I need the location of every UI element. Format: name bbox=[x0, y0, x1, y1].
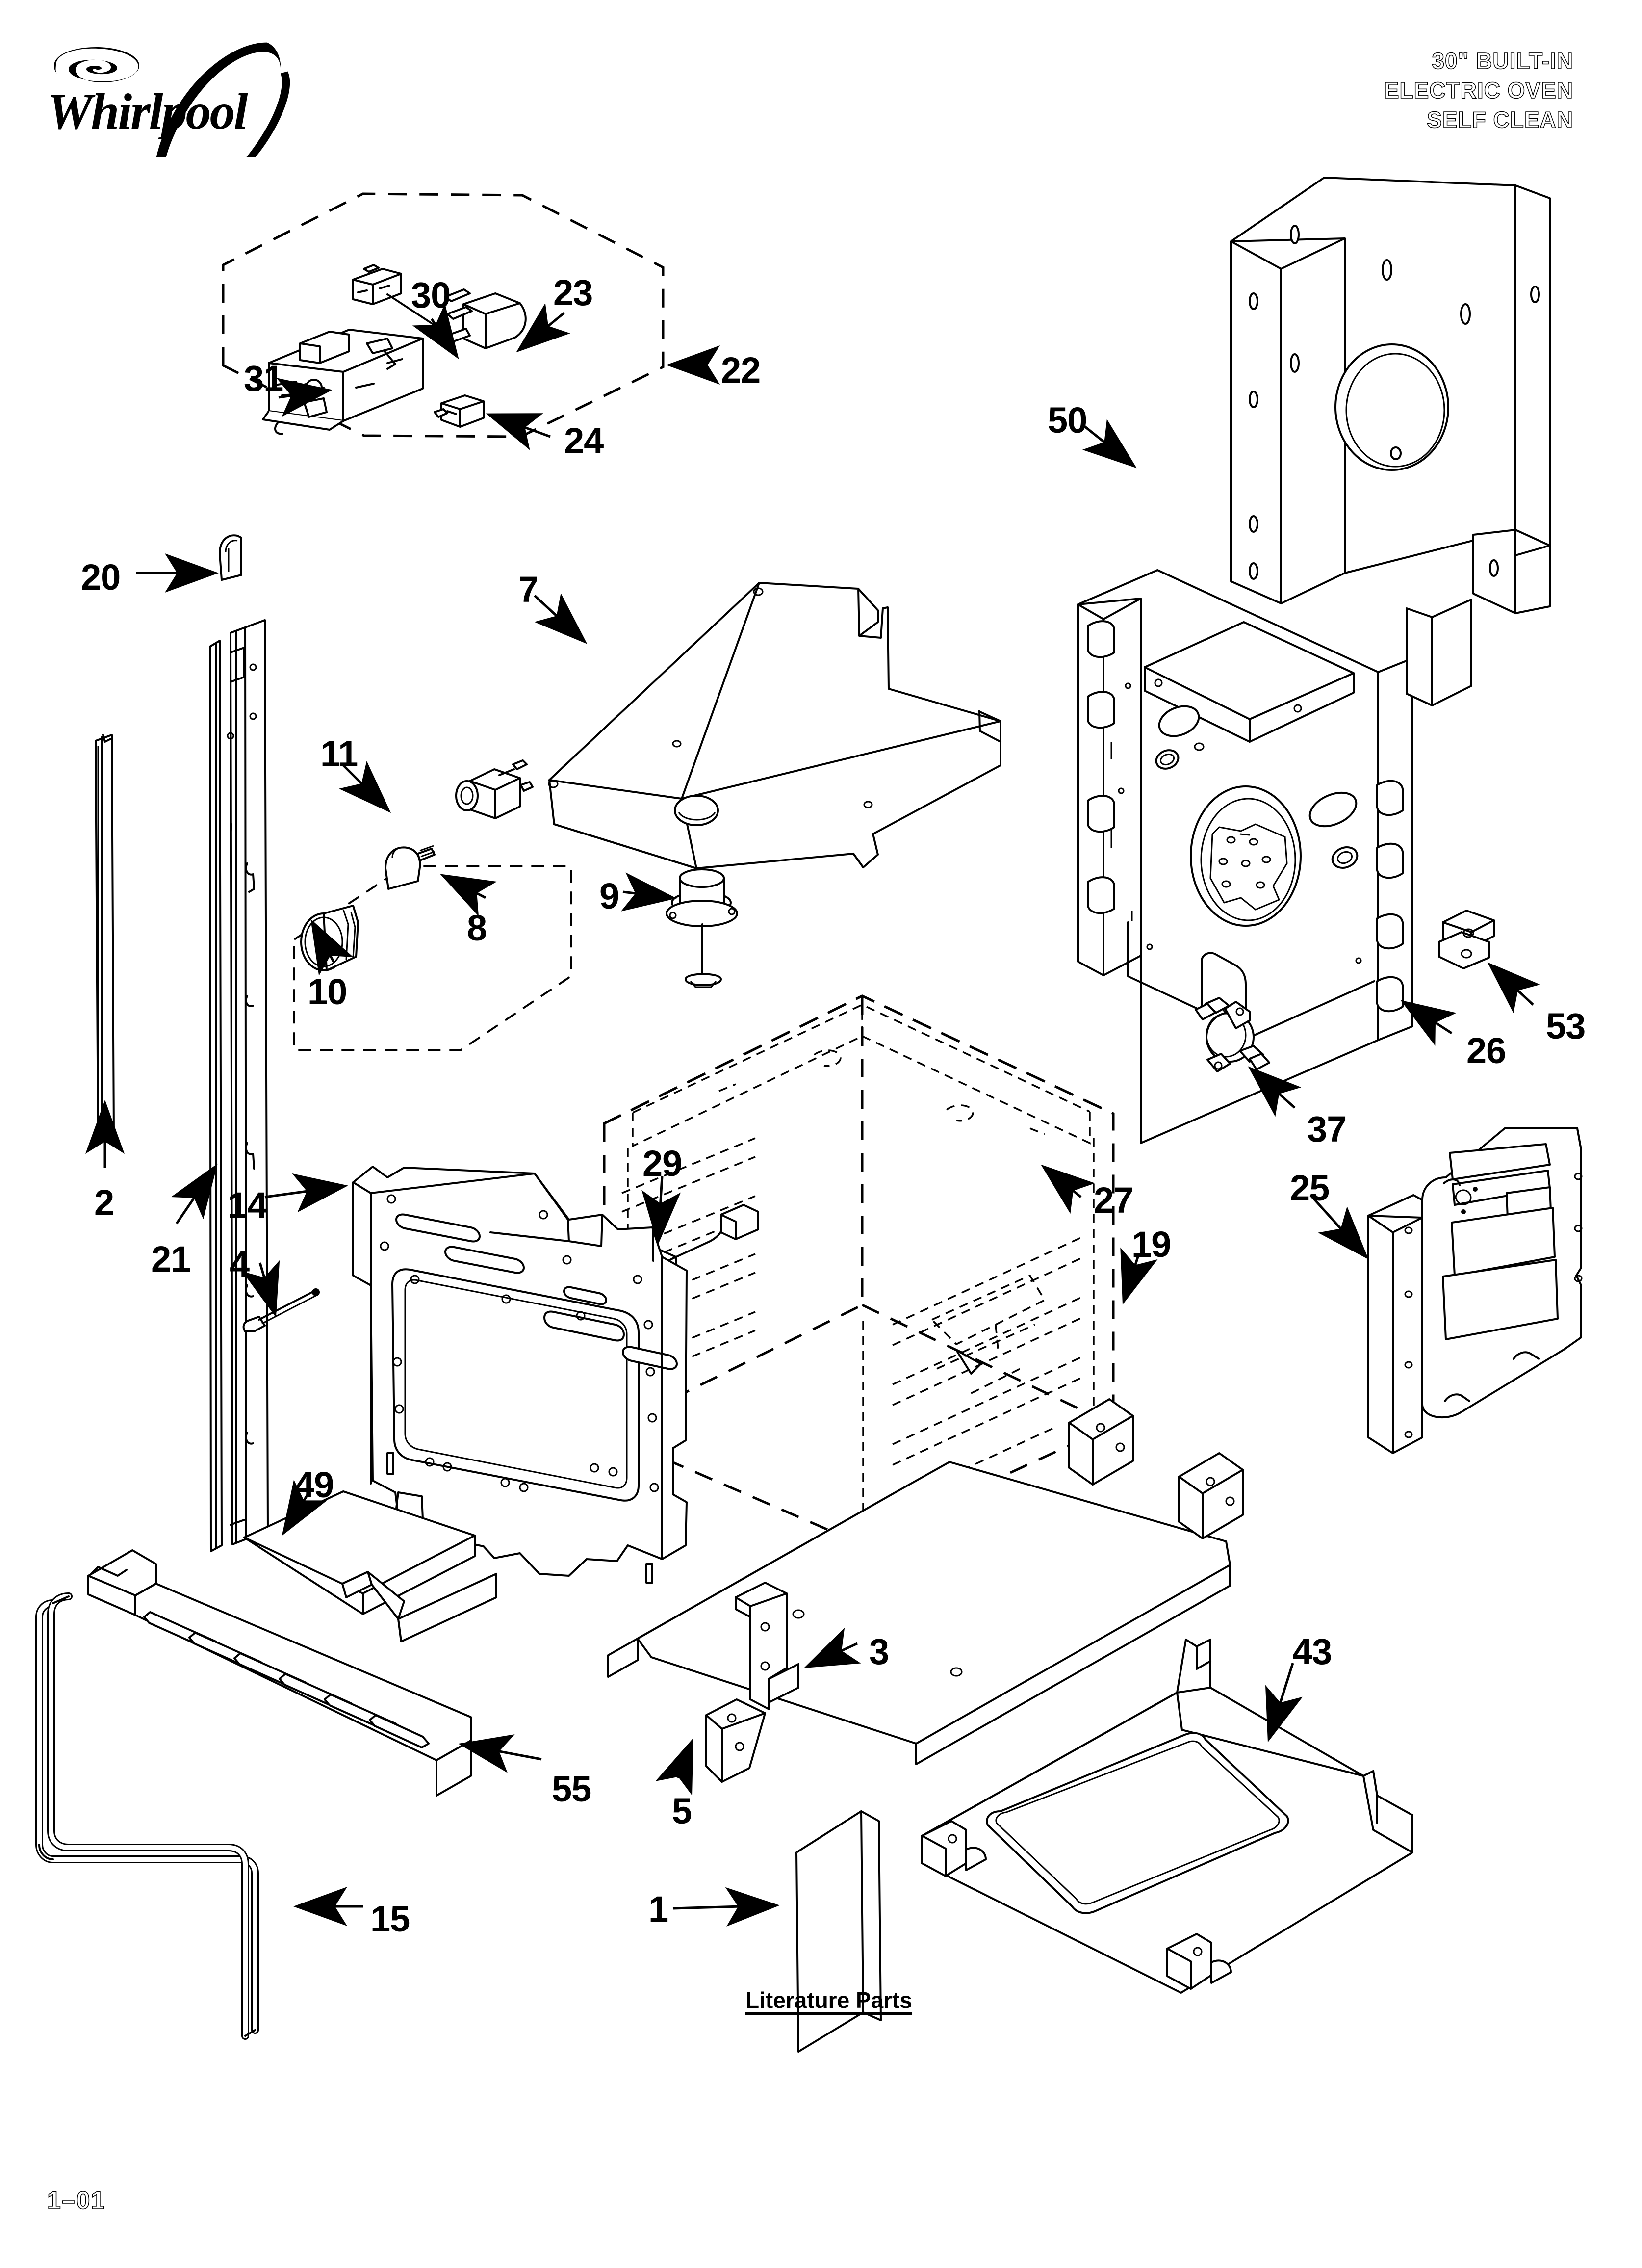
callout-22: 22 bbox=[721, 350, 761, 391]
callout-15: 15 bbox=[370, 1899, 410, 1939]
callout-8: 8 bbox=[467, 908, 487, 948]
callout-26: 26 bbox=[1466, 1030, 1506, 1071]
lamp-socket-part bbox=[455, 759, 534, 819]
callout-21: 21 bbox=[151, 1239, 191, 1279]
callout-7: 7 bbox=[518, 569, 539, 610]
use-and-care-guide-part bbox=[795, 1810, 882, 2053]
title-line-3: SELF CLEAN bbox=[1426, 106, 1573, 132]
callout-14: 14 bbox=[228, 1185, 267, 1225]
door-gasket-part bbox=[35, 1592, 259, 2040]
callout-37: 37 bbox=[1307, 1109, 1347, 1149]
latch-bracket-part bbox=[262, 329, 424, 435]
oven-cavity-liner-part bbox=[603, 994, 1115, 1544]
door-lock-motor-part bbox=[440, 288, 527, 349]
callout-4: 4 bbox=[230, 1244, 250, 1284]
bottom-pan-frame-part bbox=[921, 1639, 1413, 1994]
callout-55: 55 bbox=[552, 1769, 591, 1809]
top-panel-part bbox=[548, 582, 1001, 869]
left-side-rail-part bbox=[209, 619, 269, 1552]
callout-20: 20 bbox=[81, 557, 121, 598]
callout-25: 25 bbox=[1290, 1168, 1330, 1208]
latch-switch-part bbox=[434, 394, 485, 428]
callout-31: 31 bbox=[244, 358, 283, 399]
oven-light-bulb-part bbox=[385, 845, 436, 890]
callout-53: 53 bbox=[1546, 1006, 1586, 1046]
callout-24: 24 bbox=[564, 420, 604, 461]
thermal-cutoff-part bbox=[1195, 997, 1270, 1072]
callout-29: 29 bbox=[642, 1143, 682, 1184]
end-cap-plug-part bbox=[219, 534, 242, 581]
callout-49: 49 bbox=[294, 1464, 334, 1505]
title-line-2: ELECTRIC OVEN bbox=[1384, 77, 1573, 103]
callout-1: 1 bbox=[648, 1889, 668, 1929]
whirlpool-swirl-logo bbox=[54, 42, 290, 157]
callout-23: 23 bbox=[553, 272, 593, 313]
callout-27: 27 bbox=[1094, 1180, 1133, 1221]
title-line-1: 30" BUILT-IN bbox=[1432, 48, 1573, 74]
callout-11: 11 bbox=[320, 733, 358, 774]
rear-bulkhead-panel-part bbox=[1077, 569, 1472, 1144]
mounting-bracket-part bbox=[735, 1582, 799, 1710]
callout-30: 30 bbox=[411, 275, 451, 315]
callout-19: 19 bbox=[1131, 1224, 1171, 1265]
literature-parts-label: Literature Parts bbox=[745, 1987, 913, 2013]
front-frame-part bbox=[352, 1166, 688, 1584]
brand-wordmark: Whirlpool bbox=[47, 83, 248, 140]
page-number: 1–01 bbox=[47, 2186, 106, 2215]
rear-cover-panel-part bbox=[1230, 177, 1551, 614]
latch-assembly-group-boundary bbox=[222, 192, 665, 438]
callout-2: 2 bbox=[94, 1182, 114, 1223]
callout-5: 5 bbox=[672, 1791, 692, 1831]
side-trim-rail-part bbox=[95, 734, 115, 1143]
corner-bracket-part bbox=[705, 1698, 766, 1783]
diagram-title: 30" BUILT-IN ELECTRIC OVEN SELF CLEAN bbox=[1384, 47, 1573, 134]
callout-3: 3 bbox=[869, 1631, 889, 1672]
light-lens-cover-part bbox=[300, 905, 359, 971]
vent-thermostat-part bbox=[666, 868, 738, 988]
callout-50: 50 bbox=[1048, 400, 1087, 441]
callout-10: 10 bbox=[308, 971, 347, 1012]
side-panel-louvered-part bbox=[1367, 1127, 1583, 1454]
leader-lines bbox=[85, 303, 1540, 1927]
vent-trim-part bbox=[87, 1549, 472, 1797]
wire-clip-bracket-part bbox=[1438, 910, 1495, 969]
callout-9: 9 bbox=[599, 876, 619, 916]
callout-43: 43 bbox=[1292, 1631, 1332, 1672]
